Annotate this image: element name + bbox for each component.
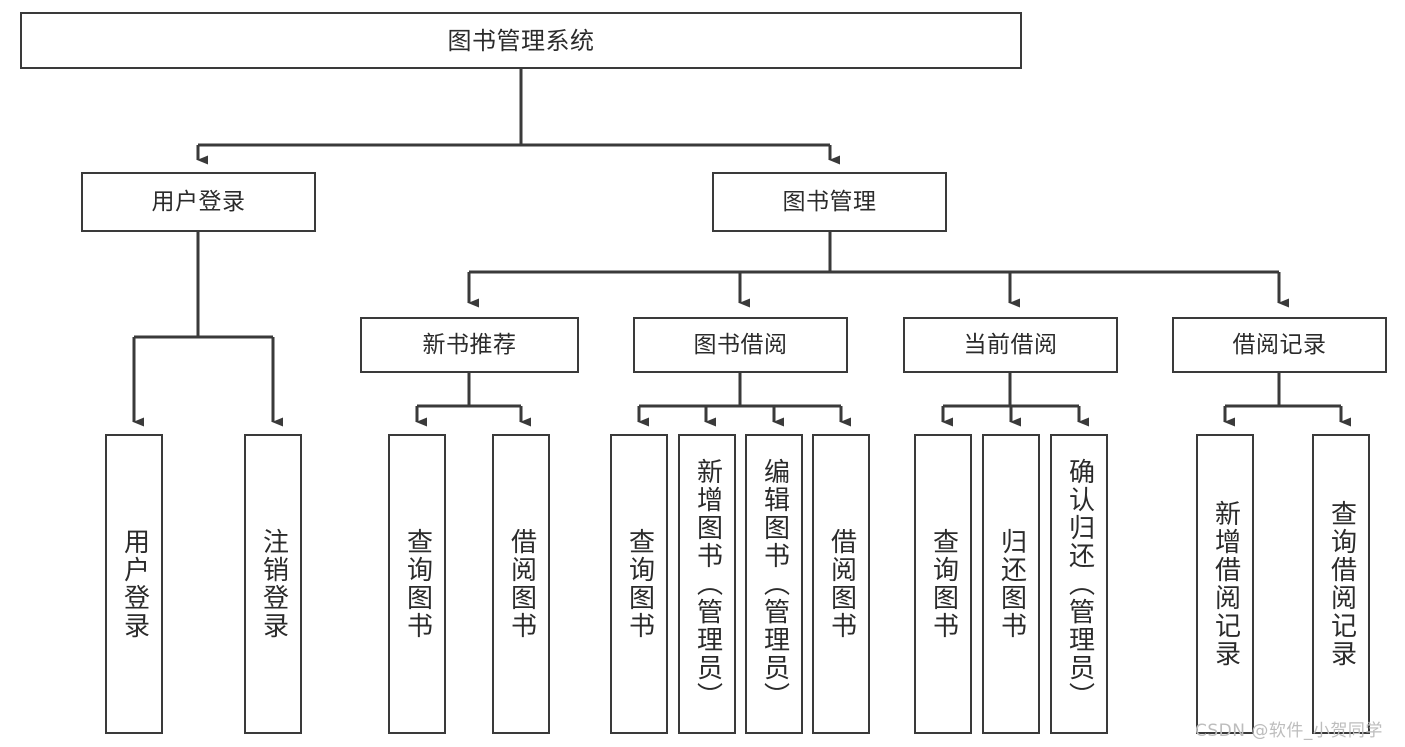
leaf-borrow-query-book[interactable]: 查询图书 xyxy=(610,434,668,734)
leaf-record-add-record-label: 新增借阅记录 xyxy=(1210,500,1241,668)
leaf-user-login-logout[interactable]: 注销登录 xyxy=(244,434,302,734)
leaf-record-query-record[interactable]: 查询借阅记录 xyxy=(1312,434,1370,734)
leaf-current-confirm-return-admin-label: 确认归还（管理员） xyxy=(1064,458,1095,710)
leaf-user-login-login[interactable]: 用户登录 xyxy=(105,434,163,734)
leaf-current-confirm-return-admin[interactable]: 确认归还（管理员） xyxy=(1050,434,1108,734)
leaf-new-book-borrow[interactable]: 借阅图书 xyxy=(492,434,550,734)
node-book-management[interactable]: 图书管理 xyxy=(712,172,947,232)
node-borrow-record-label: 借阅记录 xyxy=(1232,331,1327,358)
leaf-borrow-edit-book-admin-label: 编辑图书（管理员） xyxy=(759,458,790,710)
leaf-borrow-add-book-admin[interactable]: 新增图书（管理员） xyxy=(678,434,736,734)
node-root-label: 图书管理系统 xyxy=(447,26,595,55)
leaf-borrow-borrow-book[interactable]: 借阅图书 xyxy=(812,434,870,734)
leaf-borrow-borrow-book-label: 借阅图书 xyxy=(826,528,857,640)
leaf-current-return-book-label: 归还图书 xyxy=(996,528,1027,640)
leaf-user-login-logout-label: 注销登录 xyxy=(258,528,289,640)
leaf-record-query-record-label: 查询借阅记录 xyxy=(1326,500,1357,668)
leaf-borrow-edit-book-admin[interactable]: 编辑图书（管理员） xyxy=(745,434,803,734)
leaf-record-add-record[interactable]: 新增借阅记录 xyxy=(1196,434,1254,734)
csdn-watermark: CSDN @软件_小贺同学 xyxy=(1195,721,1383,741)
node-user-login-label: 用户登录 xyxy=(151,188,246,215)
leaf-new-book-query-label: 查询图书 xyxy=(402,528,433,640)
node-current-borrow-label: 当前借阅 xyxy=(963,331,1058,358)
leaf-current-query-book-label: 查询图书 xyxy=(928,528,959,640)
leaf-borrow-query-book-label: 查询图书 xyxy=(624,528,655,640)
node-current-borrow[interactable]: 当前借阅 xyxy=(903,317,1118,373)
node-new-book-recommend[interactable]: 新书推荐 xyxy=(360,317,579,373)
leaf-new-book-borrow-label: 借阅图书 xyxy=(506,528,537,640)
node-new-book-recommend-label: 新书推荐 xyxy=(422,331,517,358)
node-book-borrow[interactable]: 图书借阅 xyxy=(633,317,848,373)
node-book-borrow-label: 图书借阅 xyxy=(693,331,788,358)
node-root-book-management-system[interactable]: 图书管理系统 xyxy=(20,12,1022,69)
leaf-new-book-query[interactable]: 查询图书 xyxy=(388,434,446,734)
leaf-current-return-book[interactable]: 归还图书 xyxy=(982,434,1040,734)
node-borrow-record[interactable]: 借阅记录 xyxy=(1172,317,1387,373)
leaf-borrow-add-book-admin-label: 新增图书（管理员） xyxy=(692,458,723,710)
leaf-current-query-book[interactable]: 查询图书 xyxy=(914,434,972,734)
node-book-management-label: 图书管理 xyxy=(782,188,877,215)
leaf-user-login-login-label: 用户登录 xyxy=(119,528,150,640)
node-user-login[interactable]: 用户登录 xyxy=(81,172,316,232)
